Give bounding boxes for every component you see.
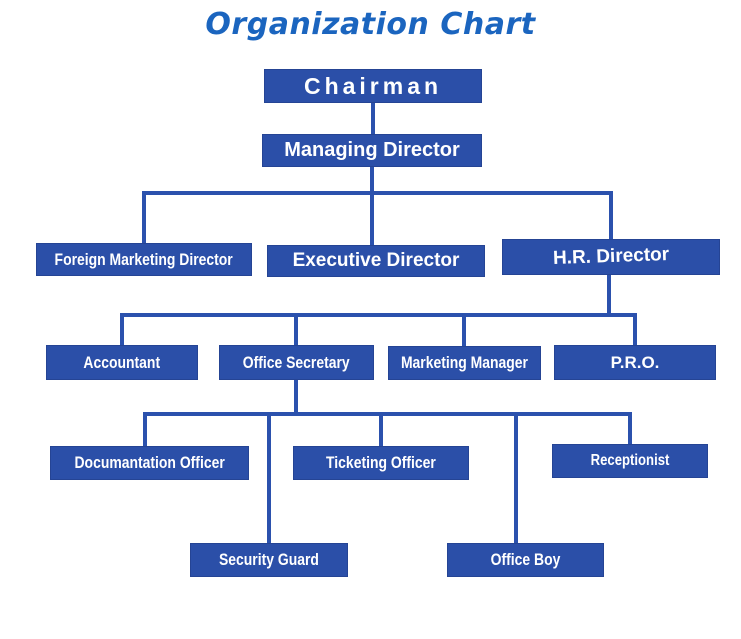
connector-line xyxy=(142,191,146,243)
org-box-marketing-manager: Marketing Manager xyxy=(388,346,541,380)
connector-line xyxy=(370,167,374,245)
org-label-pro: P.R.O. xyxy=(610,352,660,372)
org-box-foreign-marketing-director: Foreign Marketing Director xyxy=(36,243,252,276)
org-box-executive-director: Executive Director xyxy=(267,245,485,277)
org-label-ticketing-officer: Ticketing Officer xyxy=(326,453,436,472)
org-label-documantation-officer: Documantation Officer xyxy=(74,453,225,472)
org-label-managing-director: Managing Director xyxy=(284,139,460,161)
org-box-receptionist: Receptionist xyxy=(552,444,708,478)
org-label-office-secretary: Office Secretary xyxy=(243,352,350,372)
org-label-executive-director: Executive Director xyxy=(292,250,460,271)
org-box-office-boy: Office Boy xyxy=(447,543,604,577)
org-box-hr-director: H.R. Director xyxy=(502,239,720,275)
org-label-chairman: Chairman xyxy=(303,72,443,99)
org-box-chairman: Chairman xyxy=(264,69,482,103)
org-label-office-boy: Office Boy xyxy=(490,550,561,569)
org-label-accountant: Accountant xyxy=(83,352,161,372)
connector-line xyxy=(462,313,466,346)
connector-line xyxy=(607,275,611,317)
connector-line xyxy=(294,313,298,345)
connector-line xyxy=(371,103,375,134)
connector-line xyxy=(142,191,613,195)
org-label-receptionist: Receptionist xyxy=(590,452,670,469)
connector-line xyxy=(514,412,518,543)
connector-line xyxy=(294,380,298,416)
connector-line xyxy=(120,313,637,317)
org-label-security-guard: Security Guard xyxy=(219,550,319,569)
org-box-managing-director: Managing Director xyxy=(262,134,482,167)
connector-line xyxy=(379,412,383,446)
org-box-ticketing-officer: Ticketing Officer xyxy=(293,446,469,480)
org-label-marketing-manager: Marketing Manager xyxy=(400,353,529,372)
org-box-accountant: Accountant xyxy=(46,345,198,380)
connector-line xyxy=(120,313,124,345)
connector-line xyxy=(633,313,637,345)
org-box-documantation-officer: Documantation Officer xyxy=(50,446,249,480)
org-label-foreign-marketing-director: Foreign Marketing Director xyxy=(54,249,234,269)
connector-line xyxy=(143,412,632,416)
org-box-security-guard: Security Guard xyxy=(190,543,348,577)
org-box-office-secretary: Office Secretary xyxy=(219,345,374,380)
connector-line xyxy=(609,191,613,239)
connector-line xyxy=(143,412,147,446)
chart-title: Organization Chart xyxy=(205,7,536,42)
org-label-hr-director: H.R. Director xyxy=(552,243,670,270)
connector-line xyxy=(628,412,632,444)
org-box-pro: P.R.O. xyxy=(554,345,716,380)
connector-line xyxy=(267,412,271,543)
